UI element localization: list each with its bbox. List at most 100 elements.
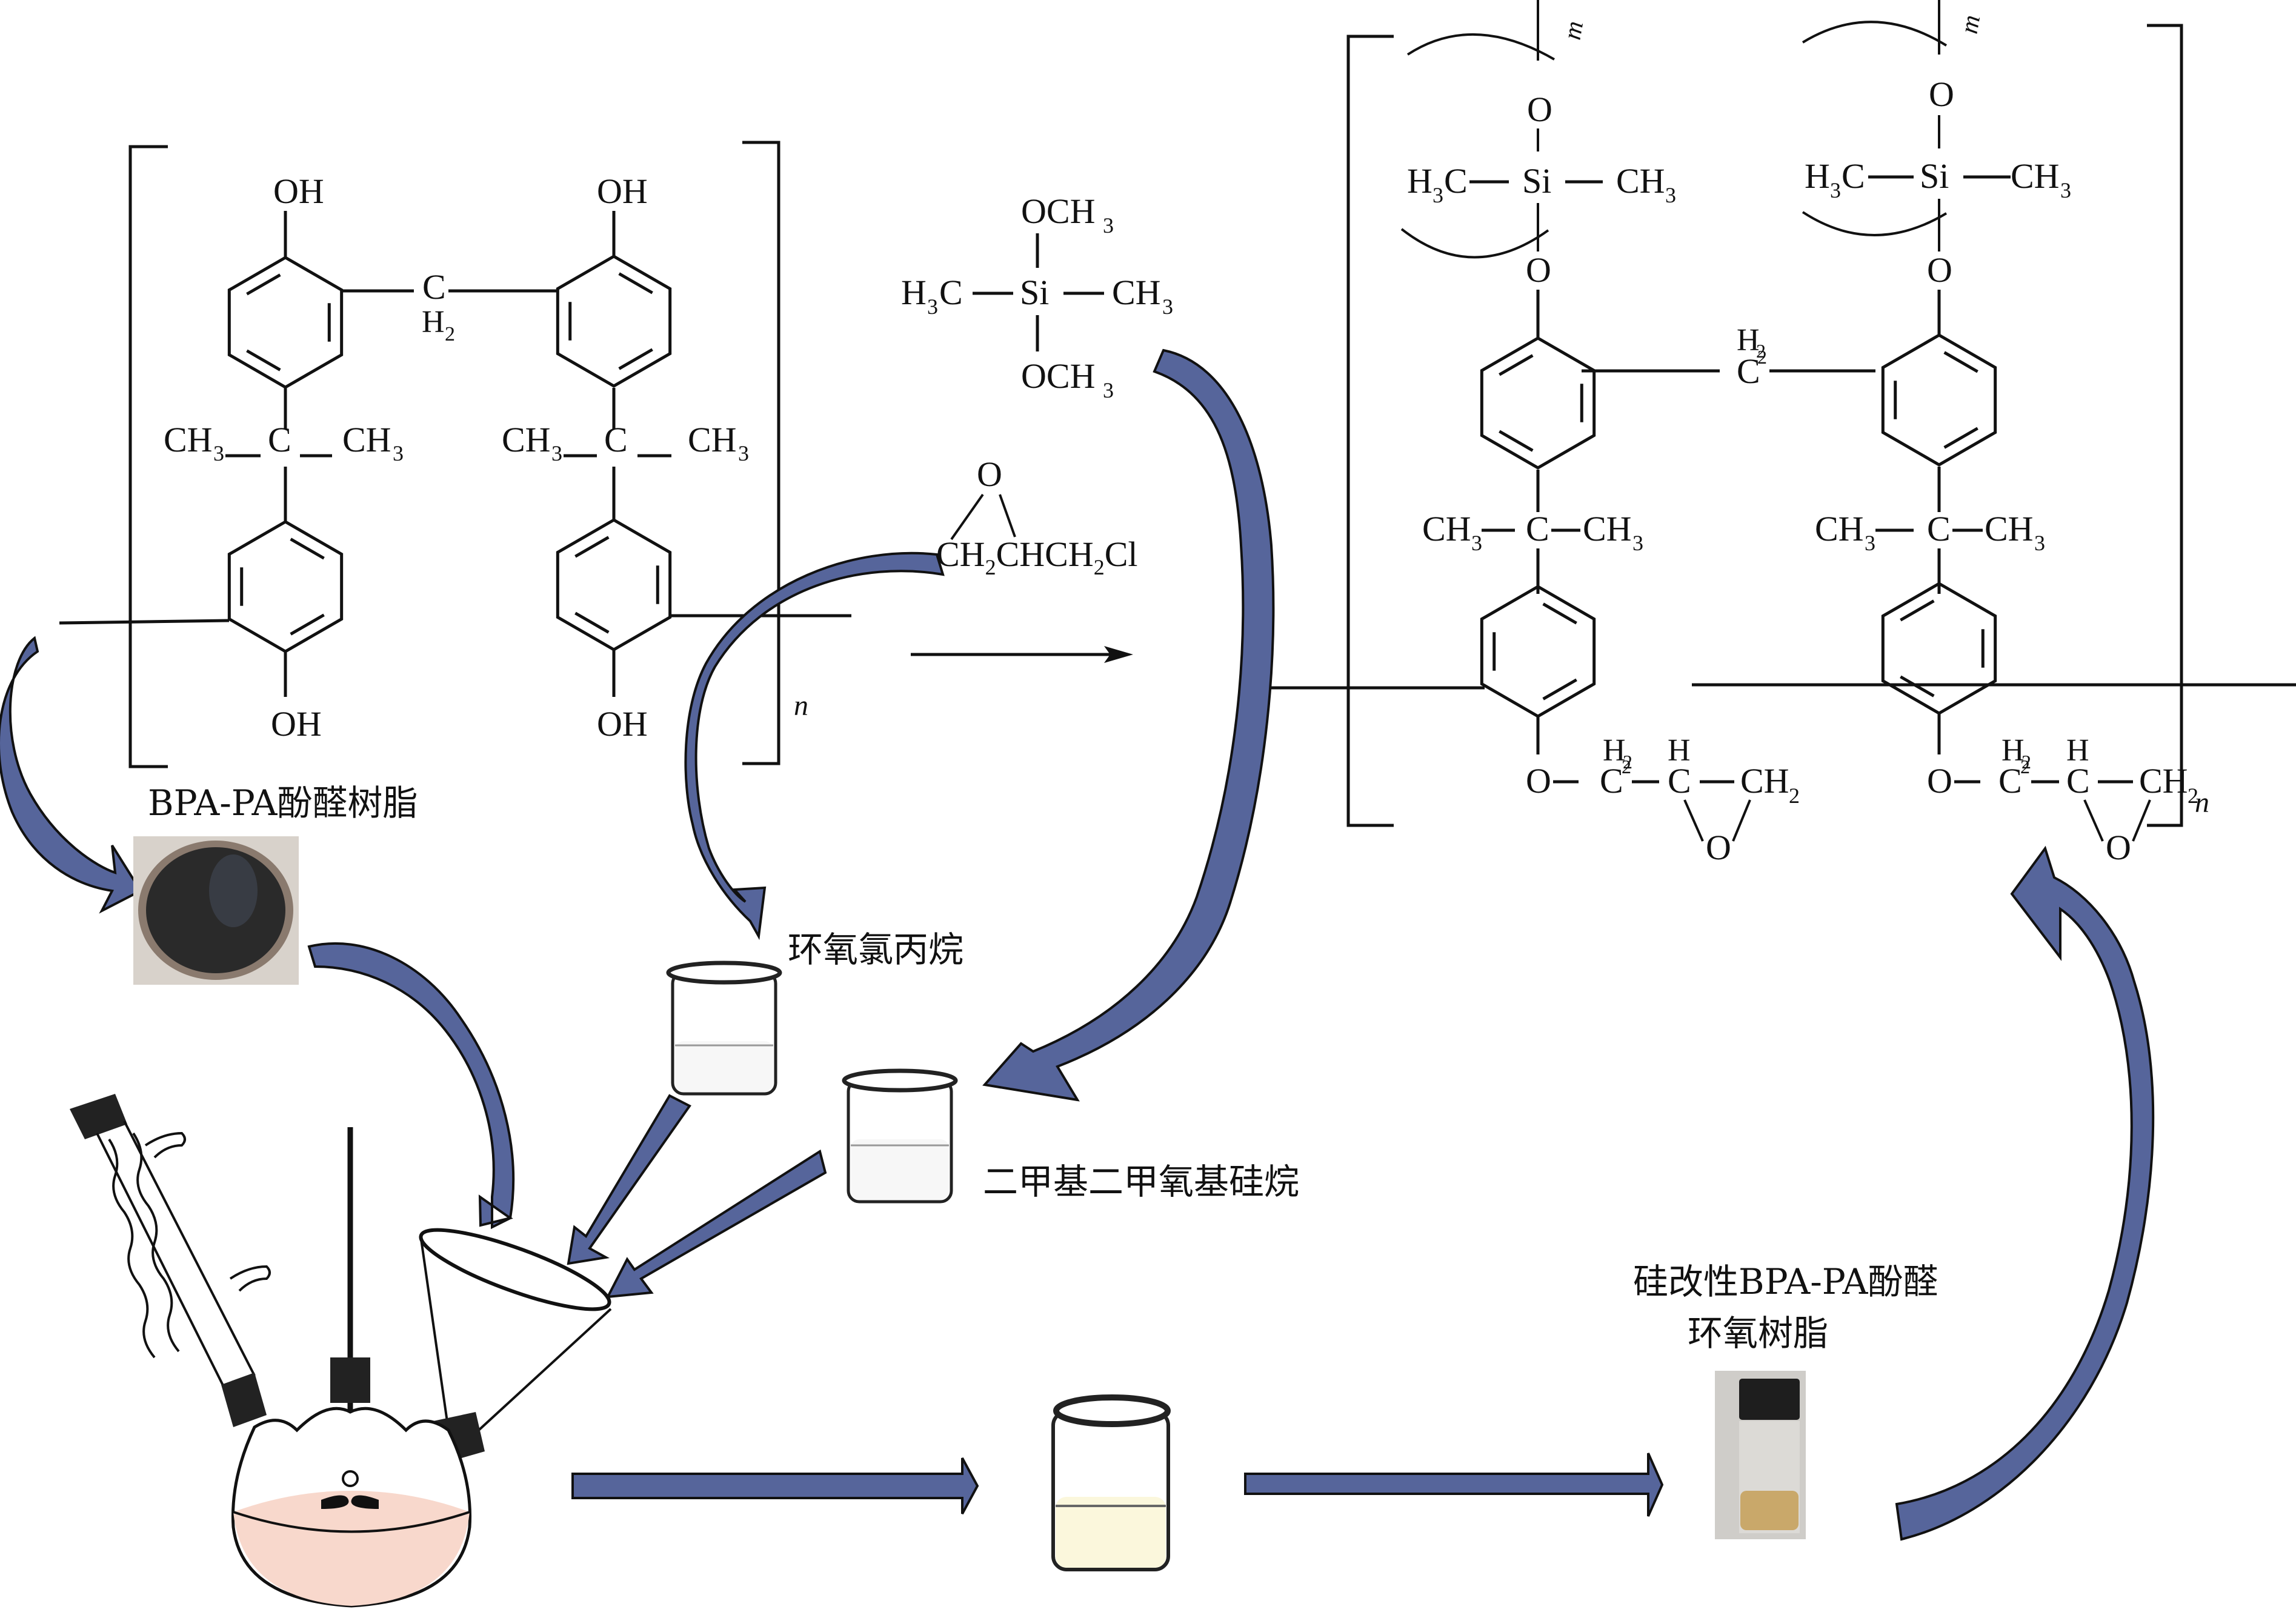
quaternary-c: C (1927, 509, 1951, 548)
double-bond (1542, 602, 1577, 625)
benzene-ring (227, 520, 344, 653)
stirrer-bushing (330, 1357, 370, 1403)
ch3-group: CH (1583, 509, 1632, 548)
repeat-n-label: n (2195, 787, 2209, 819)
bridge-h: H (1737, 323, 1760, 358)
ring-outline (227, 520, 344, 653)
o-atom: O (1526, 761, 1551, 801)
o-atom: O (1526, 250, 1551, 290)
double-bond (1943, 351, 1978, 373)
ch3-group: CH (164, 420, 213, 459)
curved-arrow-resin (0, 636, 142, 914)
repeat-parenthesis (1802, 211, 1948, 236)
double-bond (1499, 354, 1534, 376)
subscript: 2 (1789, 784, 1800, 808)
subscript: 3 (1433, 183, 1443, 207)
subscript: 2 (2188, 784, 2198, 808)
double-bond (246, 349, 281, 371)
ch2-c: C (1998, 761, 2022, 801)
ch2-group: CH (1740, 761, 1789, 801)
och3-group: OCH (1021, 356, 1095, 396)
quaternary-c: C (268, 420, 291, 459)
si-atom: Si (1522, 161, 1551, 201)
oh-group: OH (597, 704, 648, 744)
ch2-h: H (2002, 733, 2025, 768)
curved-arrow-resin-to-funnel (307, 942, 515, 1230)
subscript: 3 (213, 441, 224, 465)
bond (2132, 799, 2151, 842)
double-bond (1900, 675, 1935, 698)
ch2-group: CH (2139, 761, 2188, 801)
subscript: 3 (1162, 295, 1173, 319)
double-bond (290, 613, 325, 636)
dimethyldimethoxysilane-structure: OCH 3 H 3 C Si CH 3 OCH 3 (901, 191, 1173, 402)
subscript: 3 (2060, 178, 2071, 202)
bridge-sub: 2 (445, 323, 455, 345)
ch-c: C (2066, 761, 2090, 801)
subscript: 3 (2034, 531, 2045, 555)
epoxide-o: O (2106, 828, 2131, 867)
o-atom: O (1927, 761, 1952, 801)
double-bond (1943, 427, 1978, 449)
formula-part: Cl (1105, 534, 1138, 574)
label-product-line1: 硅改性BPA-PA酚醛 (1633, 1261, 1938, 1302)
ch3-group: CH (688, 420, 737, 459)
label-epichlorohydrin: 环氧氯丙烷 (788, 929, 963, 970)
h3c-h: H (901, 273, 927, 312)
double-bond (618, 272, 653, 295)
label-product-line2: 环氧树脂 (1688, 1313, 1828, 1354)
h3c-h: H (1805, 156, 1830, 196)
ring-outline (1480, 336, 1596, 470)
double-bond (1900, 599, 1935, 622)
ch2-h: H (1603, 733, 1626, 768)
subscript: 3 (1103, 378, 1114, 402)
arrow-beaker-to-vial (1244, 1453, 1664, 1517)
repeat-n-label: n (794, 690, 808, 722)
ch3-group: CH (502, 420, 551, 459)
ring-outline (556, 255, 672, 388)
bond (1683, 799, 1704, 842)
curved-arrow-epichlorohydrin (684, 551, 945, 941)
si-atom: Si (1920, 156, 1949, 196)
subscript: 3 (1103, 213, 1114, 238)
subscript: 3 (1632, 531, 1643, 555)
repeat-parenthesis (1406, 33, 1555, 61)
bond (999, 494, 1016, 538)
ch3-group: CH (1616, 161, 1665, 201)
double-bond (574, 536, 610, 558)
double-bond (246, 273, 281, 296)
subscript: 3 (551, 441, 562, 465)
subscript: 2 (2021, 751, 2031, 773)
ch3-group: CH (342, 420, 391, 459)
subscript: 3 (393, 441, 404, 465)
o-atom: O (1927, 250, 1952, 290)
arrow-beaker1-to-funnel (567, 1094, 691, 1265)
h3c-c: C (939, 273, 963, 312)
reflux-condenser (70, 1094, 271, 1427)
epoxide-o: O (1706, 828, 1731, 867)
bridge-h: H (422, 305, 445, 339)
si-atom: Si (1020, 273, 1049, 312)
subscript: 3 (738, 441, 749, 465)
right-bracket (742, 141, 780, 765)
subscript: 3 (1471, 531, 1482, 555)
epichlorohydrin-beaker (666, 961, 782, 1096)
formula-text: CH2CHCH2Cl (936, 534, 1138, 579)
ring-outline (1480, 585, 1596, 718)
formula-part: CHCH (996, 534, 1094, 574)
ring-outline (1881, 333, 1997, 467)
subscript: 3 (1665, 183, 1676, 207)
subscript: 3 (1830, 178, 1841, 202)
epichlorohydrin-structure: O CH2CHCH2Cl (936, 455, 1138, 579)
subscript: 2 (1622, 756, 1631, 778)
double-bond (618, 348, 653, 370)
ch3-group: CH (1985, 509, 2034, 548)
bond (950, 493, 984, 541)
repeat-parenthesis (1400, 228, 1549, 259)
oh-group: OH (273, 171, 324, 211)
bond (2083, 799, 2104, 842)
ch-c: C (1668, 761, 1691, 801)
benzene-ring (227, 256, 344, 389)
